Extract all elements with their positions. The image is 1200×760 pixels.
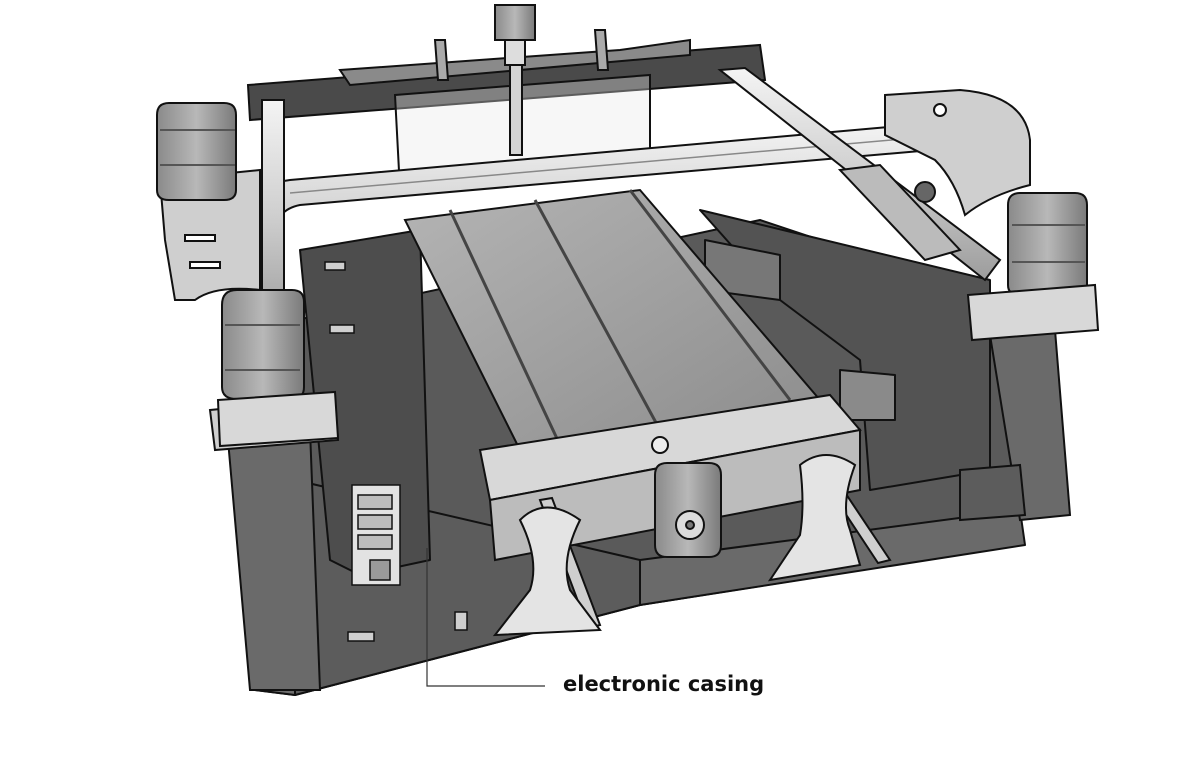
y-rail-right: [717, 66, 1002, 282]
stepper-motor-top-left: [156, 102, 237, 201]
callout-leader: [426, 548, 545, 687]
vent-slots: [324, 261, 468, 642]
z-rod: [509, 64, 523, 156]
electronics-board: [351, 484, 401, 586]
stepper-motor-right: [1007, 192, 1088, 296]
stepper-motor-front: [654, 462, 722, 558]
callout-label-electronic-casing: electronic casing: [563, 672, 765, 696]
motor-mounts: [216, 283, 1100, 448]
z-motor-top: [494, 4, 536, 66]
stepper-motor-bottom-left: [221, 289, 305, 400]
corner-bracket-right: [884, 88, 1031, 217]
rod-brackets: [492, 454, 862, 637]
